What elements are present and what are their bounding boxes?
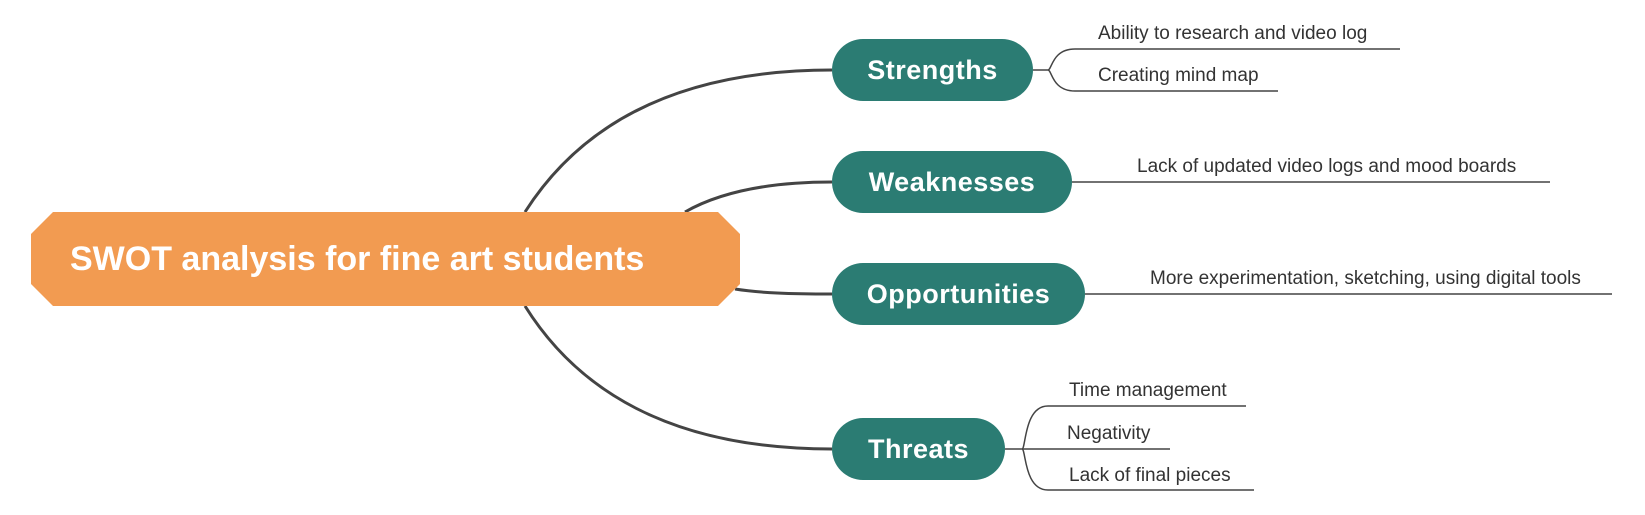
branch-opportunities-label: Opportunities [866,278,1051,309]
branch-weaknesses[interactable]: Weaknesses [832,151,1072,213]
leaf-strengths-2[interactable]: Creating mind map [1098,65,1259,86]
central-topic-title: SWOT analysis for fine art students [70,239,645,278]
branch-strengths[interactable]: Strengths [832,39,1033,101]
leaf-threats-3[interactable]: Lack of final pieces [1069,465,1231,486]
branch-weaknesses-label: Weaknesses [868,166,1036,197]
link-strengths [523,68,833,213]
branch-strengths-label: Strengths [867,54,998,85]
leaf-threats-1[interactable]: Time management [1069,380,1227,401]
branch-threats[interactable]: Threats [832,418,1005,480]
link-weaknesses [684,180,833,214]
branch-threats-label: Threats [867,433,970,464]
leaf-line-threats-3 [1021,448,1254,491]
leaf-threats-2[interactable]: Negativity [1067,423,1151,444]
central-topic[interactable]: SWOT analysis for fine art students [31,212,740,306]
leaf-opportunities-1[interactable]: More experimentation, sketching, using d… [1150,268,1581,289]
leaf-weaknesses-1[interactable]: Lack of updated video logs and mood boar… [1137,156,1517,177]
leaf-strengths-1[interactable]: Ability to research and video log [1098,23,1368,44]
link-threats [523,305,833,451]
branch-opportunities[interactable]: Opportunities [832,263,1085,325]
leaf-line-strengths-2 [1047,69,1278,92]
link-opportunities [734,287,833,296]
